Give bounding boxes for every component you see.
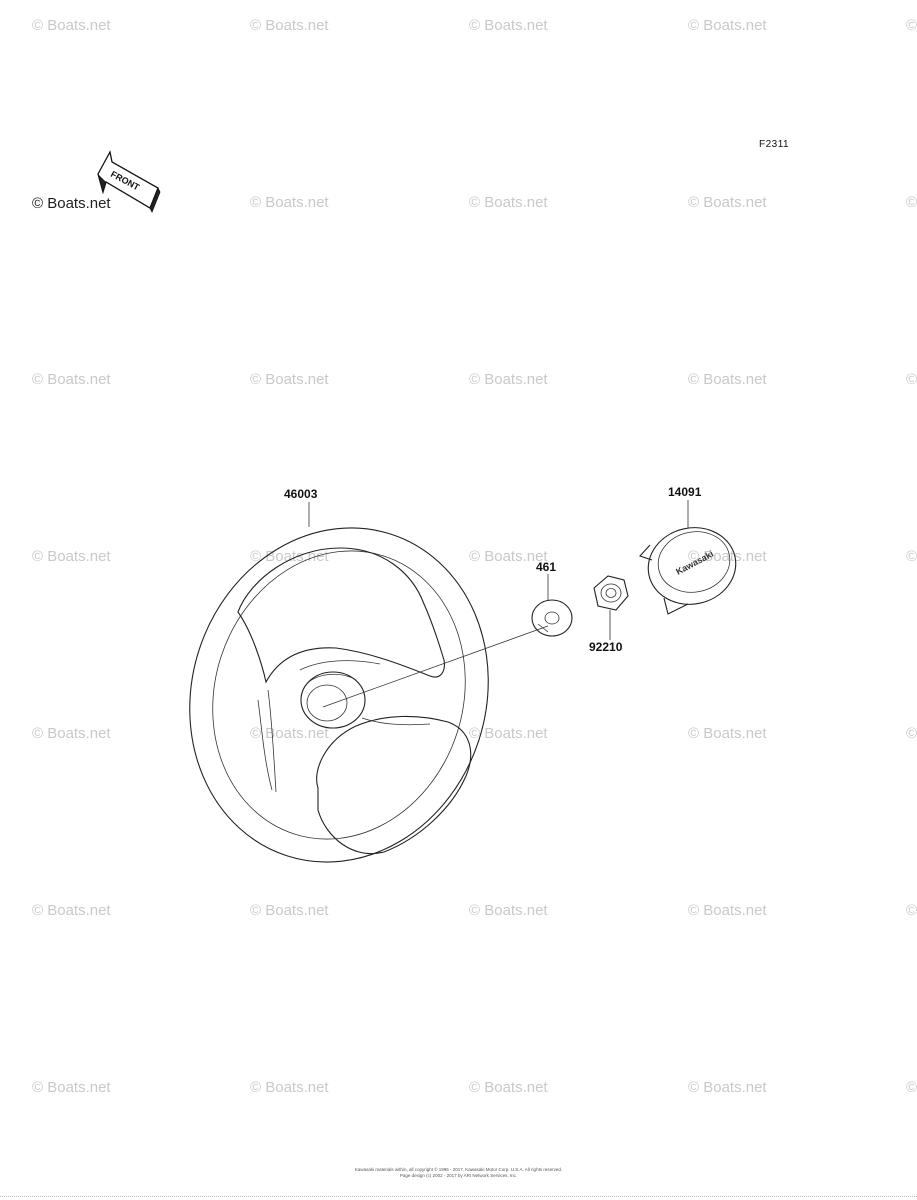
watermark-text: © Boats.net <box>688 902 767 919</box>
part-label-14091: 14091 <box>668 485 702 499</box>
washer-part <box>531 599 573 637</box>
nut-part <box>593 575 629 611</box>
watermark-text: © Boats.net <box>688 548 767 565</box>
watermark-text: © Boats.net <box>469 548 548 565</box>
bottom-divider <box>0 1196 917 1197</box>
part-label-461: 461 <box>536 560 556 574</box>
watermark-text: © Boats.net <box>250 17 329 34</box>
watermark-text: © Boats.net <box>469 902 548 919</box>
watermark-text: © Boats.net <box>250 902 329 919</box>
steering-wheel-part <box>189 527 489 863</box>
leader-lines <box>308 500 689 708</box>
front-arrow-icon: FRONT <box>97 150 161 213</box>
watermark-layer: © Boats.net © Boats.net © Boats.net © Boats… <box>32 17 917 1096</box>
watermark-text: © Boats.net <box>32 548 111 565</box>
cap-part: Kawasaki <box>639 527 737 615</box>
watermark-text: © Boats.net <box>688 1079 767 1096</box>
watermark-text: © Boats.net <box>32 17 111 34</box>
copyright-line-2: Page design (c) 2002 - 2017 by ARI Netwo… <box>399 1173 518 1178</box>
watermark-text: © Boats.net <box>688 194 767 211</box>
watermark-text: © Boats.net <box>688 725 767 742</box>
watermark-text: © Boats.net <box>469 725 548 742</box>
watermark-text: © Boats.net <box>906 548 917 565</box>
watermark-text: © Boats.net <box>250 725 329 742</box>
watermark-text: © Boats.net <box>469 17 548 34</box>
figure-code: F2311 <box>759 139 789 150</box>
watermark-text: © Boats.net <box>906 194 917 211</box>
watermark-text: © Boats.net <box>32 195 111 212</box>
watermark-text: © Boats.net <box>906 371 917 388</box>
watermark-text: © Boats.net <box>32 725 111 742</box>
watermark-text: © Boats.net <box>32 371 111 388</box>
watermark-text: © Boats.net <box>906 725 917 742</box>
copyright-line-1: Kawasaki materials within, all copyright… <box>354 1167 563 1172</box>
watermark-text: © Boats.net <box>32 902 111 919</box>
watermark-text: © Boats.net <box>906 902 917 919</box>
watermark-text: © Boats.net <box>250 194 329 211</box>
watermark-text: © Boats.net <box>469 1079 548 1096</box>
watermark-text: © Boats.net <box>906 1079 917 1096</box>
watermark-text: © Boats.net <box>688 17 767 34</box>
watermark-text: © Boats.net <box>250 371 329 388</box>
watermark-text: © Boats.net <box>469 194 548 211</box>
watermark-text: © Boats.net <box>906 17 917 34</box>
watermark-text: © Boats.net <box>688 371 767 388</box>
part-label-46003: 46003 <box>284 487 318 501</box>
watermark-text: © Boats.net <box>469 371 548 388</box>
watermark-text: © Boats.net <box>250 1079 329 1096</box>
part-label-92210: 92210 <box>589 640 623 654</box>
copyright-notice: Kawasaki materials within, all copyright… <box>0 1167 917 1179</box>
watermark-text: © Boats.net <box>32 1079 111 1096</box>
